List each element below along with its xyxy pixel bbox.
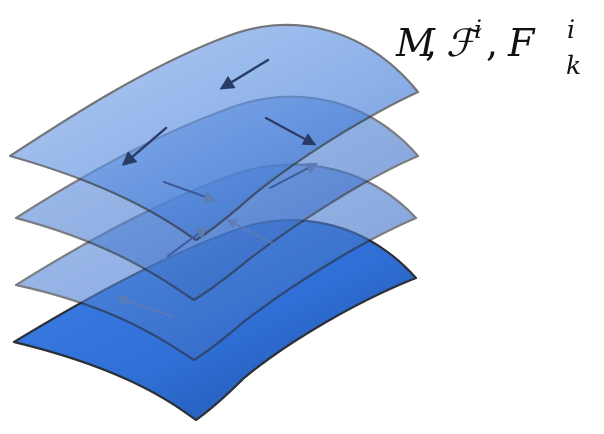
label-m: M — [395, 21, 436, 65]
label-sep-2: , — [486, 21, 498, 65]
label-f-superscript: i — [567, 15, 575, 44]
arrow-mid-2 — [269, 162, 319, 189]
label-f: F — [507, 21, 536, 65]
label-f-script-superscript: i — [474, 15, 482, 44]
arrow-mid-1 — [163, 181, 217, 203]
arrow-mid-4 — [226, 219, 275, 245]
arrow-top-2 — [121, 126, 168, 166]
foliation-label: M , ℱ i , F i k — [395, 15, 581, 80]
label-sep-1: , — [425, 21, 437, 65]
arrow-bottom-1 — [115, 295, 173, 317]
label-f-subscript: k — [566, 51, 581, 80]
arrow-top-1 — [219, 58, 270, 90]
layer-top — [8, 23, 420, 242]
arrow-top-3 — [264, 116, 317, 146]
arrow-mid-3 — [167, 226, 208, 257]
